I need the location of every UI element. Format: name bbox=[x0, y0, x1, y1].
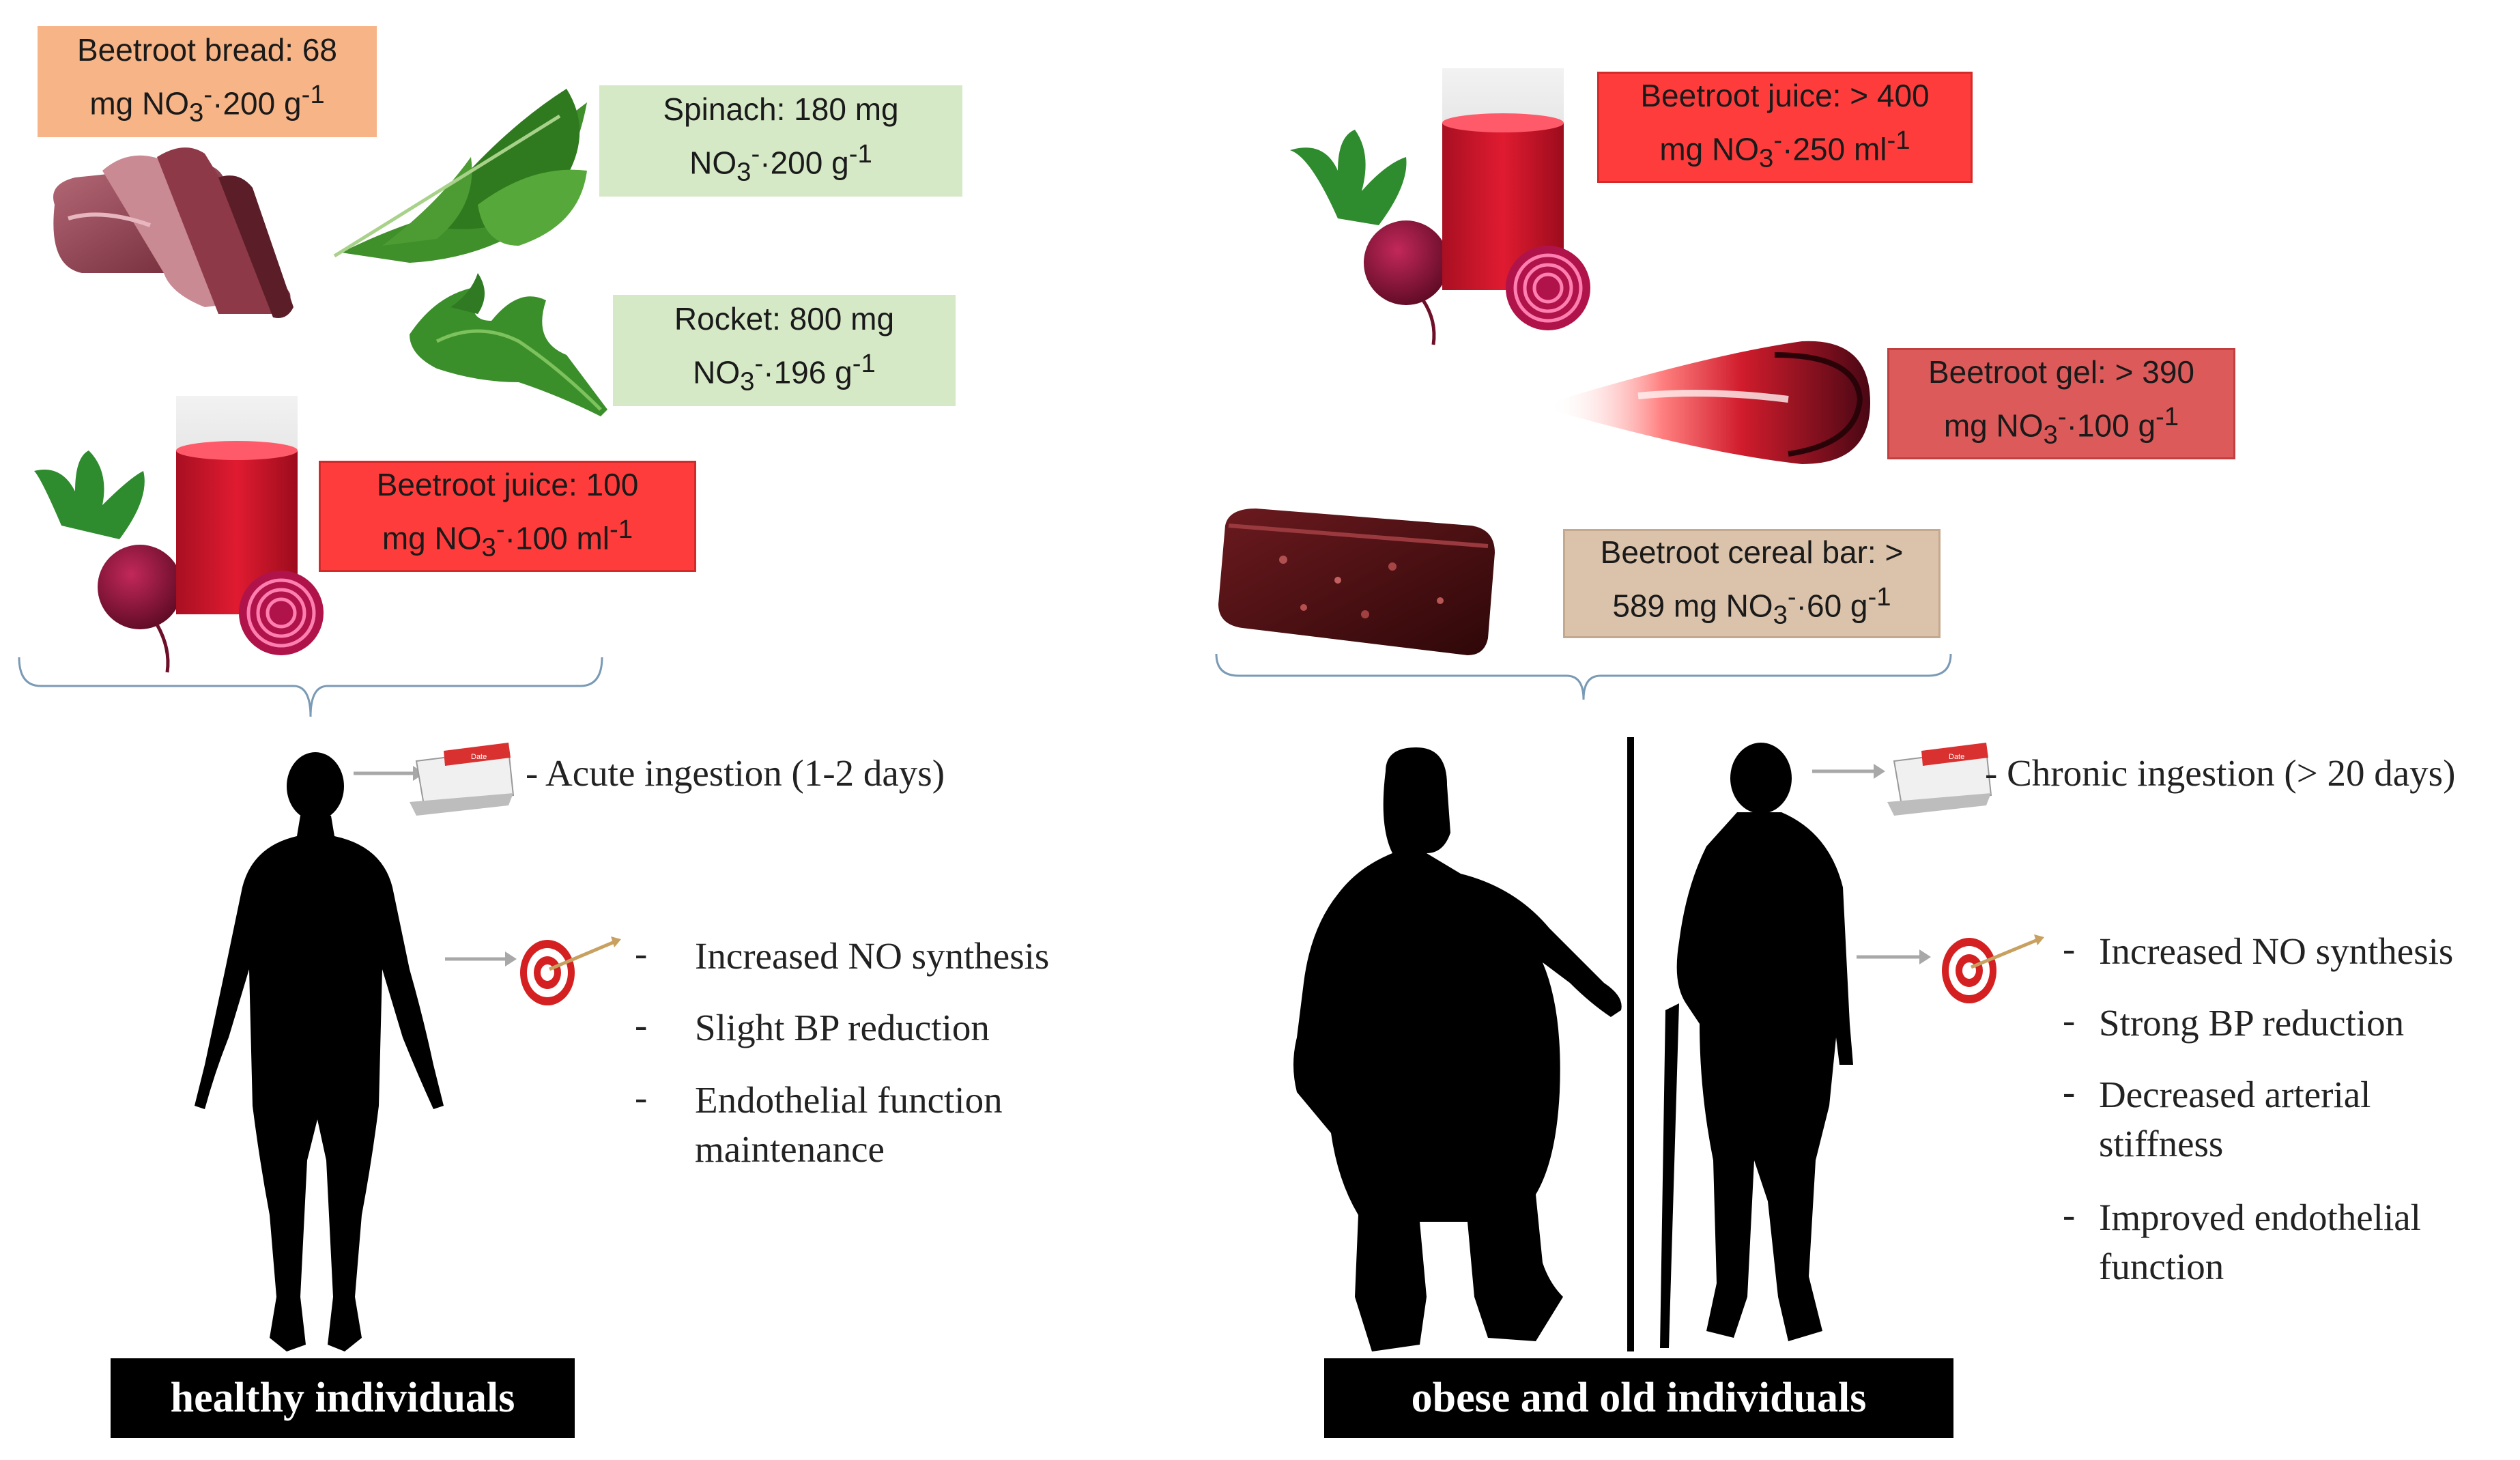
bar-line-2: 589 mg NO3-·60 g-1 bbox=[1612, 582, 1891, 630]
old-person-silhouette bbox=[1660, 743, 1853, 1348]
juice-healthy-line-1: Beetroot juice: 100 bbox=[376, 467, 639, 503]
bread-line-1: Beetroot bread: 68 bbox=[76, 32, 338, 68]
healthy-effect-1: Increased NO synthesis bbox=[695, 935, 1050, 977]
obese-effect-dash-2: - bbox=[2063, 999, 2076, 1041]
gel-line-1: Beetroot gel: > 390 bbox=[1928, 354, 2194, 390]
spinach-image bbox=[333, 89, 587, 263]
healthy-effect-dash-2: - bbox=[635, 1004, 648, 1046]
obese-effect-dash-3: - bbox=[2063, 1071, 2076, 1113]
juice-healthy-line-2: mg NO3-·100 ml-1 bbox=[382, 515, 633, 562]
target-icon-obese bbox=[1942, 934, 2044, 1003]
left-brace bbox=[18, 657, 603, 717]
obese-effect-1: Increased NO synthesis bbox=[2099, 930, 2454, 972]
bar-line-1: Beetroot cereal bar: > bbox=[1600, 534, 1904, 570]
healthy-person-silhouette bbox=[195, 752, 444, 1351]
juice-chronic-line-1: Beetroot juice: > 400 bbox=[1640, 78, 1930, 114]
rocket-line-1: Rocket: 800 mg bbox=[674, 301, 895, 337]
right-brace bbox=[1215, 653, 1952, 700]
calendar-icon-acute: Date bbox=[410, 743, 515, 816]
divider-line bbox=[1627, 737, 1634, 1351]
obese-effect-dash-1: - bbox=[2063, 928, 2076, 969]
obese-old-individuals-banner: obese and old individuals bbox=[1324, 1358, 1953, 1438]
obese-effect-4: Improved endothelial bbox=[2099, 1197, 2421, 1238]
healthy-effect-dash-3: - bbox=[635, 1076, 648, 1118]
label-beetroot-bread: Beetroot bread: 68 mg NO3-·200 g-1 bbox=[38, 26, 377, 137]
beetroot-juice-image-healthy bbox=[34, 396, 324, 673]
obese-effect-3: Decreased arterial bbox=[2099, 1074, 2371, 1115]
beetroot-juice-image-chronic bbox=[1290, 68, 1590, 345]
gel-line-2: mg NO3-·100 g-1 bbox=[1943, 402, 2179, 450]
healthy-effect-2: Slight BP reduction bbox=[695, 1007, 990, 1048]
obese-person-silhouette bbox=[1293, 747, 1622, 1351]
arrows bbox=[354, 764, 1931, 967]
obese-effect-3-cont: stiffness bbox=[2099, 1123, 2224, 1164]
label-beetroot-juice-healthy: Beetroot juice: 100 mg NO3-·100 ml-1 bbox=[319, 461, 696, 572]
healthy-effect-dash-1: - bbox=[635, 932, 648, 974]
label-rocket: Rocket: 800 mg NO3-·196 g-1 bbox=[613, 295, 956, 406]
beetroot-gel-image bbox=[1549, 341, 1870, 464]
beetroot-bread-image bbox=[53, 147, 293, 318]
obese-effect-2: Strong BP reduction bbox=[2099, 1002, 2405, 1044]
spinach-line-2: NO3-·200 g-1 bbox=[689, 139, 872, 187]
healthy-effect-3-cont: maintenance bbox=[695, 1128, 885, 1170]
chronic-ingestion-text: - Chronic ingestion (> 20 days) bbox=[1985, 752, 2456, 794]
obese-effect-4-cont: function bbox=[2099, 1246, 2224, 1287]
label-beetroot-cereal-bar: Beetroot cereal bar: > 589 mg NO3-·60 g-… bbox=[1563, 529, 1941, 638]
healthy-individuals-banner: healthy individuals bbox=[111, 1358, 575, 1438]
bread-line-2: mg NO3-·200 g-1 bbox=[89, 80, 325, 128]
spinach-line-1: Spinach: 180 mg bbox=[663, 91, 899, 128]
label-spinach: Spinach: 180 mg NO3-·200 g-1 bbox=[599, 85, 962, 197]
calendar-label-acute: Date bbox=[471, 753, 487, 761]
calendar-label-chronic: Date bbox=[1949, 753, 1964, 761]
label-beetroot-juice-chronic: Beetroot juice: > 400 mg NO3-·250 ml-1 bbox=[1597, 72, 1973, 183]
rocket-line-2: NO3-·196 g-1 bbox=[693, 349, 876, 397]
calendar-icon-chronic: Date bbox=[1887, 743, 1992, 816]
label-beetroot-gel: Beetroot gel: > 390 mg NO3-·100 g-1 bbox=[1887, 348, 2235, 459]
rocket-image bbox=[410, 273, 607, 416]
healthy-effect-3: Endothelial function bbox=[695, 1079, 1003, 1121]
target-icon-healthy bbox=[520, 936, 621, 1005]
obese-effect-dash-4: - bbox=[2063, 1194, 2076, 1235]
beetroot-cereal-bar-image bbox=[1218, 509, 1495, 655]
juice-chronic-line-2: mg NO3-·250 ml-1 bbox=[1659, 126, 1910, 173]
acute-ingestion-text: - Acute ingestion (1-2 days) bbox=[526, 752, 945, 794]
